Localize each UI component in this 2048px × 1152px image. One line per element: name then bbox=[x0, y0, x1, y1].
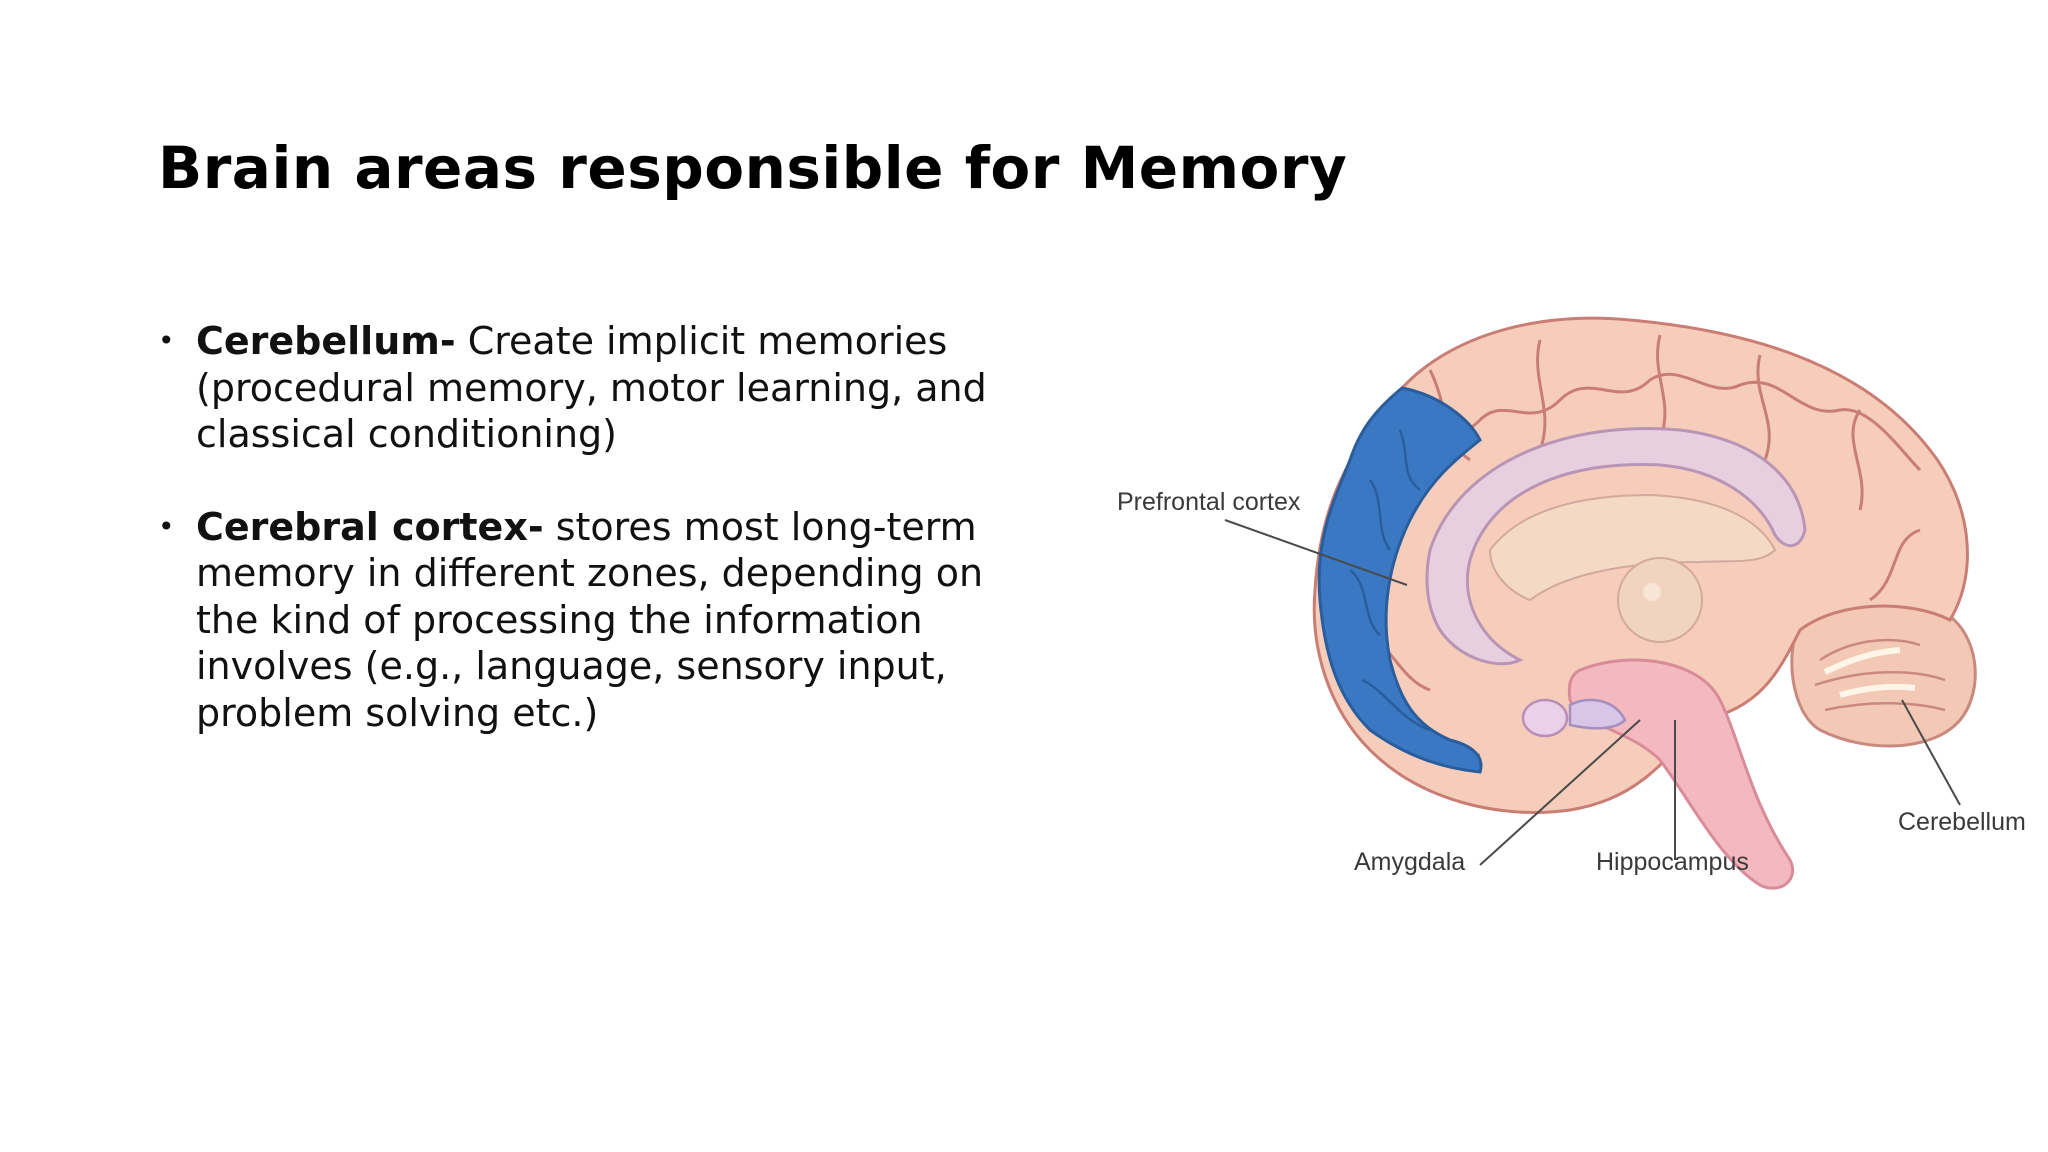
limbic-structures bbox=[1425, 427, 1807, 666]
bullet-term: Cerebellum- bbox=[196, 319, 456, 363]
brain-diagram: Prefrontal cortex Amygdala Hippocampus C… bbox=[1100, 300, 2048, 900]
label-amygdala: Amygdala bbox=[1354, 848, 1466, 876]
slide-title: Brain areas responsible for Memory bbox=[158, 134, 1348, 202]
label-leader-lines bbox=[1224, 519, 1961, 866]
label-cerebellum: Cerebellum bbox=[1898, 808, 2026, 836]
bullet-list: • Cerebellum- Create implicit memories (… bbox=[158, 318, 1038, 782]
amygdala-hippocampus-shape bbox=[1521, 698, 1627, 738]
bullet-item-cerebellum: • Cerebellum- Create implicit memories (… bbox=[158, 318, 1038, 458]
prefrontal-cortex-highlight bbox=[1317, 386, 1483, 774]
label-prefrontal-cortex: Prefrontal cortex bbox=[1117, 488, 1301, 516]
bullet-dot-icon: • bbox=[158, 509, 175, 543]
bullet-text: Create implicit memories (procedural mem… bbox=[196, 319, 987, 456]
bullet-dot-icon: • bbox=[158, 324, 175, 357]
bullet-text: stores most long-term memory in differen… bbox=[196, 504, 984, 735]
label-hippocampus: Hippocampus bbox=[1596, 848, 1749, 876]
bullet-item-cerebral-cortex: • Cerebral cortex- stores most long-term… bbox=[158, 504, 1038, 737]
bullet-term: Cerebral cortex- bbox=[196, 504, 544, 549]
brain-illustration bbox=[1224, 316, 1977, 890]
cerebellum-shape bbox=[1790, 596, 1977, 748]
